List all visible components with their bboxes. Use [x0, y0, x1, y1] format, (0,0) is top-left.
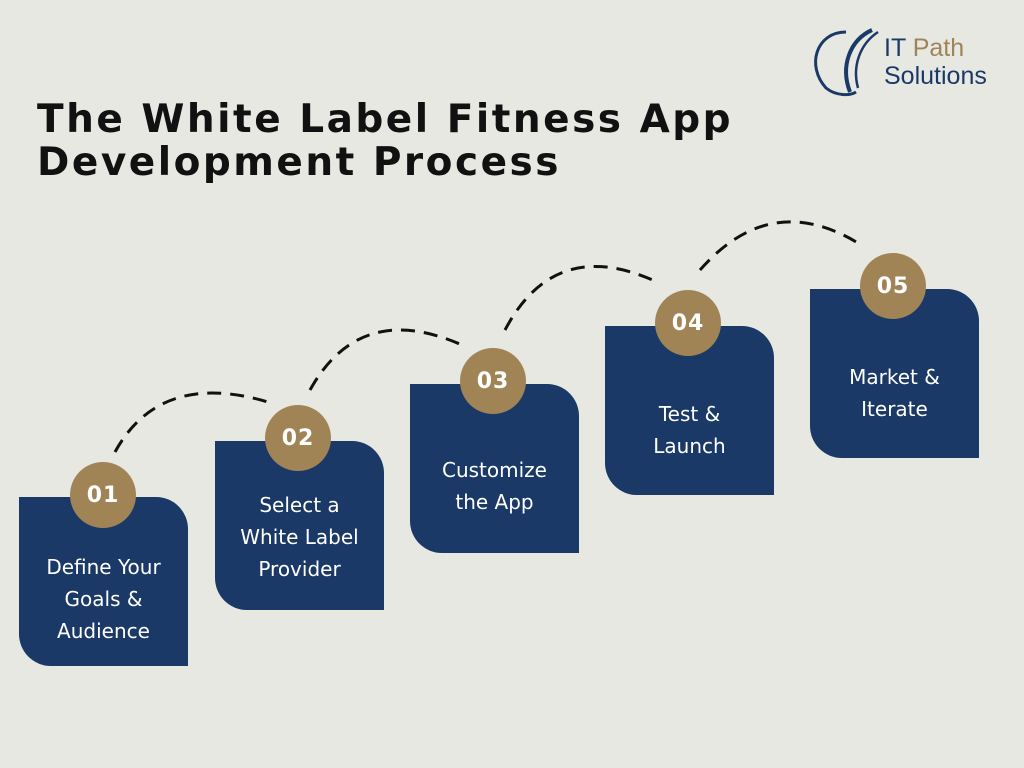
logo-swoosh-icon — [814, 28, 879, 97]
page-title: The White Label Fitness App Development … — [37, 98, 733, 184]
step-badge-4: 04 — [655, 290, 721, 356]
step-1-line-2: Goals & — [64, 587, 143, 611]
step-4-line-2: Launch — [653, 434, 726, 458]
title-line-2: Development Process — [37, 140, 561, 185]
connector-arc-2-3 — [308, 328, 463, 391]
step-badge-5: 05 — [860, 253, 926, 319]
step-5-line-2: Iterate — [861, 397, 928, 421]
step-2-line-2: White Label — [240, 525, 359, 549]
step-2-line-3: Provider — [258, 557, 341, 581]
step-2-line-1: Select a — [259, 493, 340, 517]
connector-arc-4-5 — [698, 220, 859, 271]
logo-it: IT — [884, 34, 906, 62]
step-3-line-2: the App — [455, 490, 534, 514]
step-card-2: Select a White Label Provider — [215, 441, 384, 610]
company-logo: IT Path Solutions — [806, 26, 1006, 98]
step-1-line-3: Audience — [57, 619, 150, 643]
connector-arc-1-2 — [113, 391, 269, 453]
step-badge-1: 01 — [70, 462, 136, 528]
step-5-line-1: Market & — [849, 365, 940, 389]
logo-solutions: Solutions — [884, 62, 987, 90]
step-1-line-1: Define Your — [46, 555, 161, 579]
title-line-1: The White Label Fitness App — [37, 97, 734, 142]
step-badge-2: 02 — [265, 405, 331, 471]
step-4-line-1: Test & — [658, 402, 721, 426]
step-badge-3: 03 — [460, 348, 526, 414]
connector-arc-3-4 — [503, 264, 658, 331]
logo-path: Path — [912, 34, 965, 62]
step-3-line-1: Customize — [442, 458, 547, 482]
